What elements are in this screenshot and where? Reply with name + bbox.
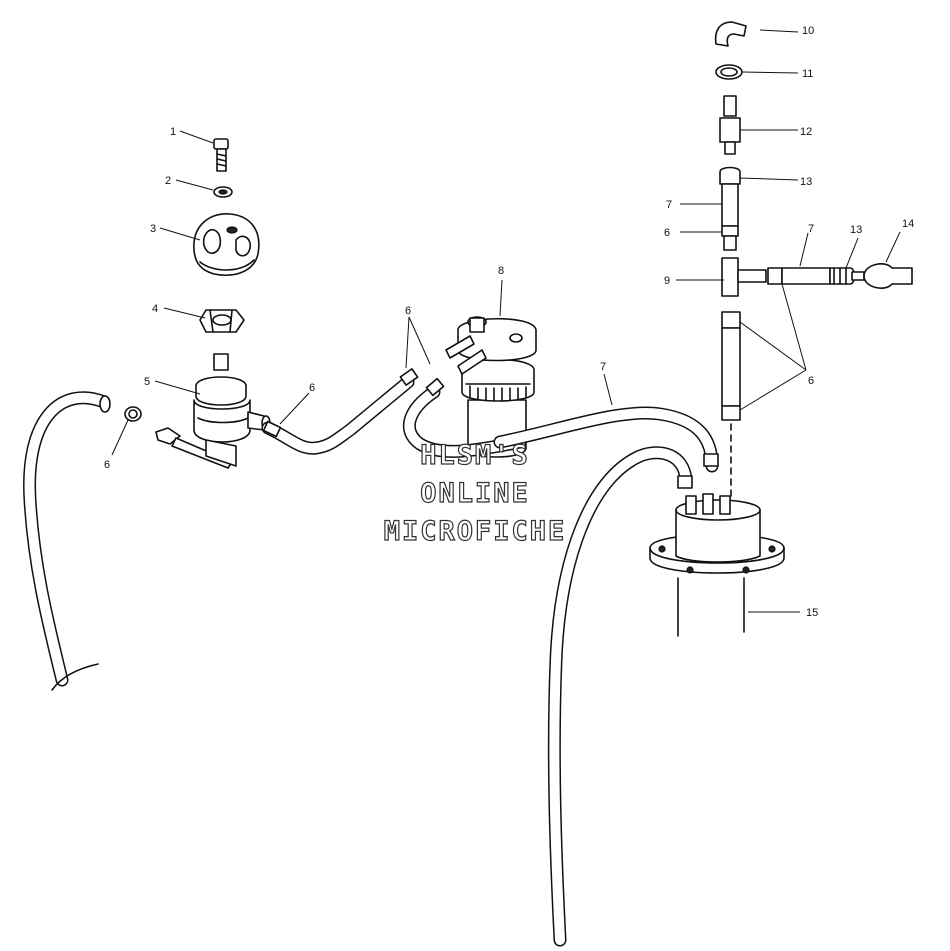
- callout-15: 15: [806, 607, 818, 619]
- callout-7-branch: 7: [808, 223, 814, 235]
- callout-6-upper: 6: [664, 227, 670, 239]
- hex-nut-part: [199, 309, 245, 333]
- callout-12: 12: [800, 126, 812, 138]
- vent-line-assembly: [714, 21, 913, 497]
- hose-clamp-left: [124, 406, 142, 422]
- fuel-filter-part: [193, 353, 271, 467]
- left-fuel-hose: [23, 391, 111, 691]
- callout-14: 14: [902, 218, 914, 230]
- callout-7-vertical: 7: [666, 199, 672, 211]
- callout-6-filter-hose: 6: [309, 382, 315, 394]
- watermark-line-1: HLSM'S: [420, 440, 530, 471]
- screw-part: [213, 138, 229, 172]
- washer-part: [213, 186, 233, 198]
- callout-10: 10: [802, 25, 814, 37]
- callout-6-lower: 6: [808, 375, 814, 387]
- hose-filter-to-canister: [261, 368, 419, 455]
- callout-9: 9: [664, 275, 670, 287]
- watermark-line-3: MICROFICHE: [384, 516, 567, 547]
- watermark-line-2: ONLINE: [420, 478, 530, 509]
- tank-drain-hose: [547, 446, 693, 947]
- hose-canister-to-tank: [493, 406, 719, 473]
- callout-6-canister: 6: [405, 305, 411, 317]
- callout-11: 11: [802, 68, 813, 80]
- callout-8: 8: [498, 265, 504, 277]
- callout-2: 2: [165, 175, 171, 187]
- callout-labels: 1 2 3 4 5 6 6 6 6 6 7 7 7 8 9 10 11 12 1…: [104, 25, 914, 619]
- callout-3: 3: [150, 223, 156, 235]
- callout-13-branch: 13: [850, 224, 862, 236]
- callout-4: 4: [152, 303, 158, 315]
- callout-1: 1: [170, 126, 176, 138]
- callout-13-vertical: 13: [800, 176, 812, 188]
- fuel-tank-sender-part: [649, 493, 785, 637]
- callout-5: 5: [144, 376, 150, 388]
- leader-lines: [111, 29, 901, 613]
- watermark: HLSM'S ONLINE MICROFICHE: [383, 439, 567, 547]
- knob-part: [193, 213, 260, 276]
- callout-7-hose: 7: [600, 361, 606, 373]
- canister-vent-hose: [402, 377, 527, 458]
- callout-6-left: 6: [104, 459, 110, 471]
